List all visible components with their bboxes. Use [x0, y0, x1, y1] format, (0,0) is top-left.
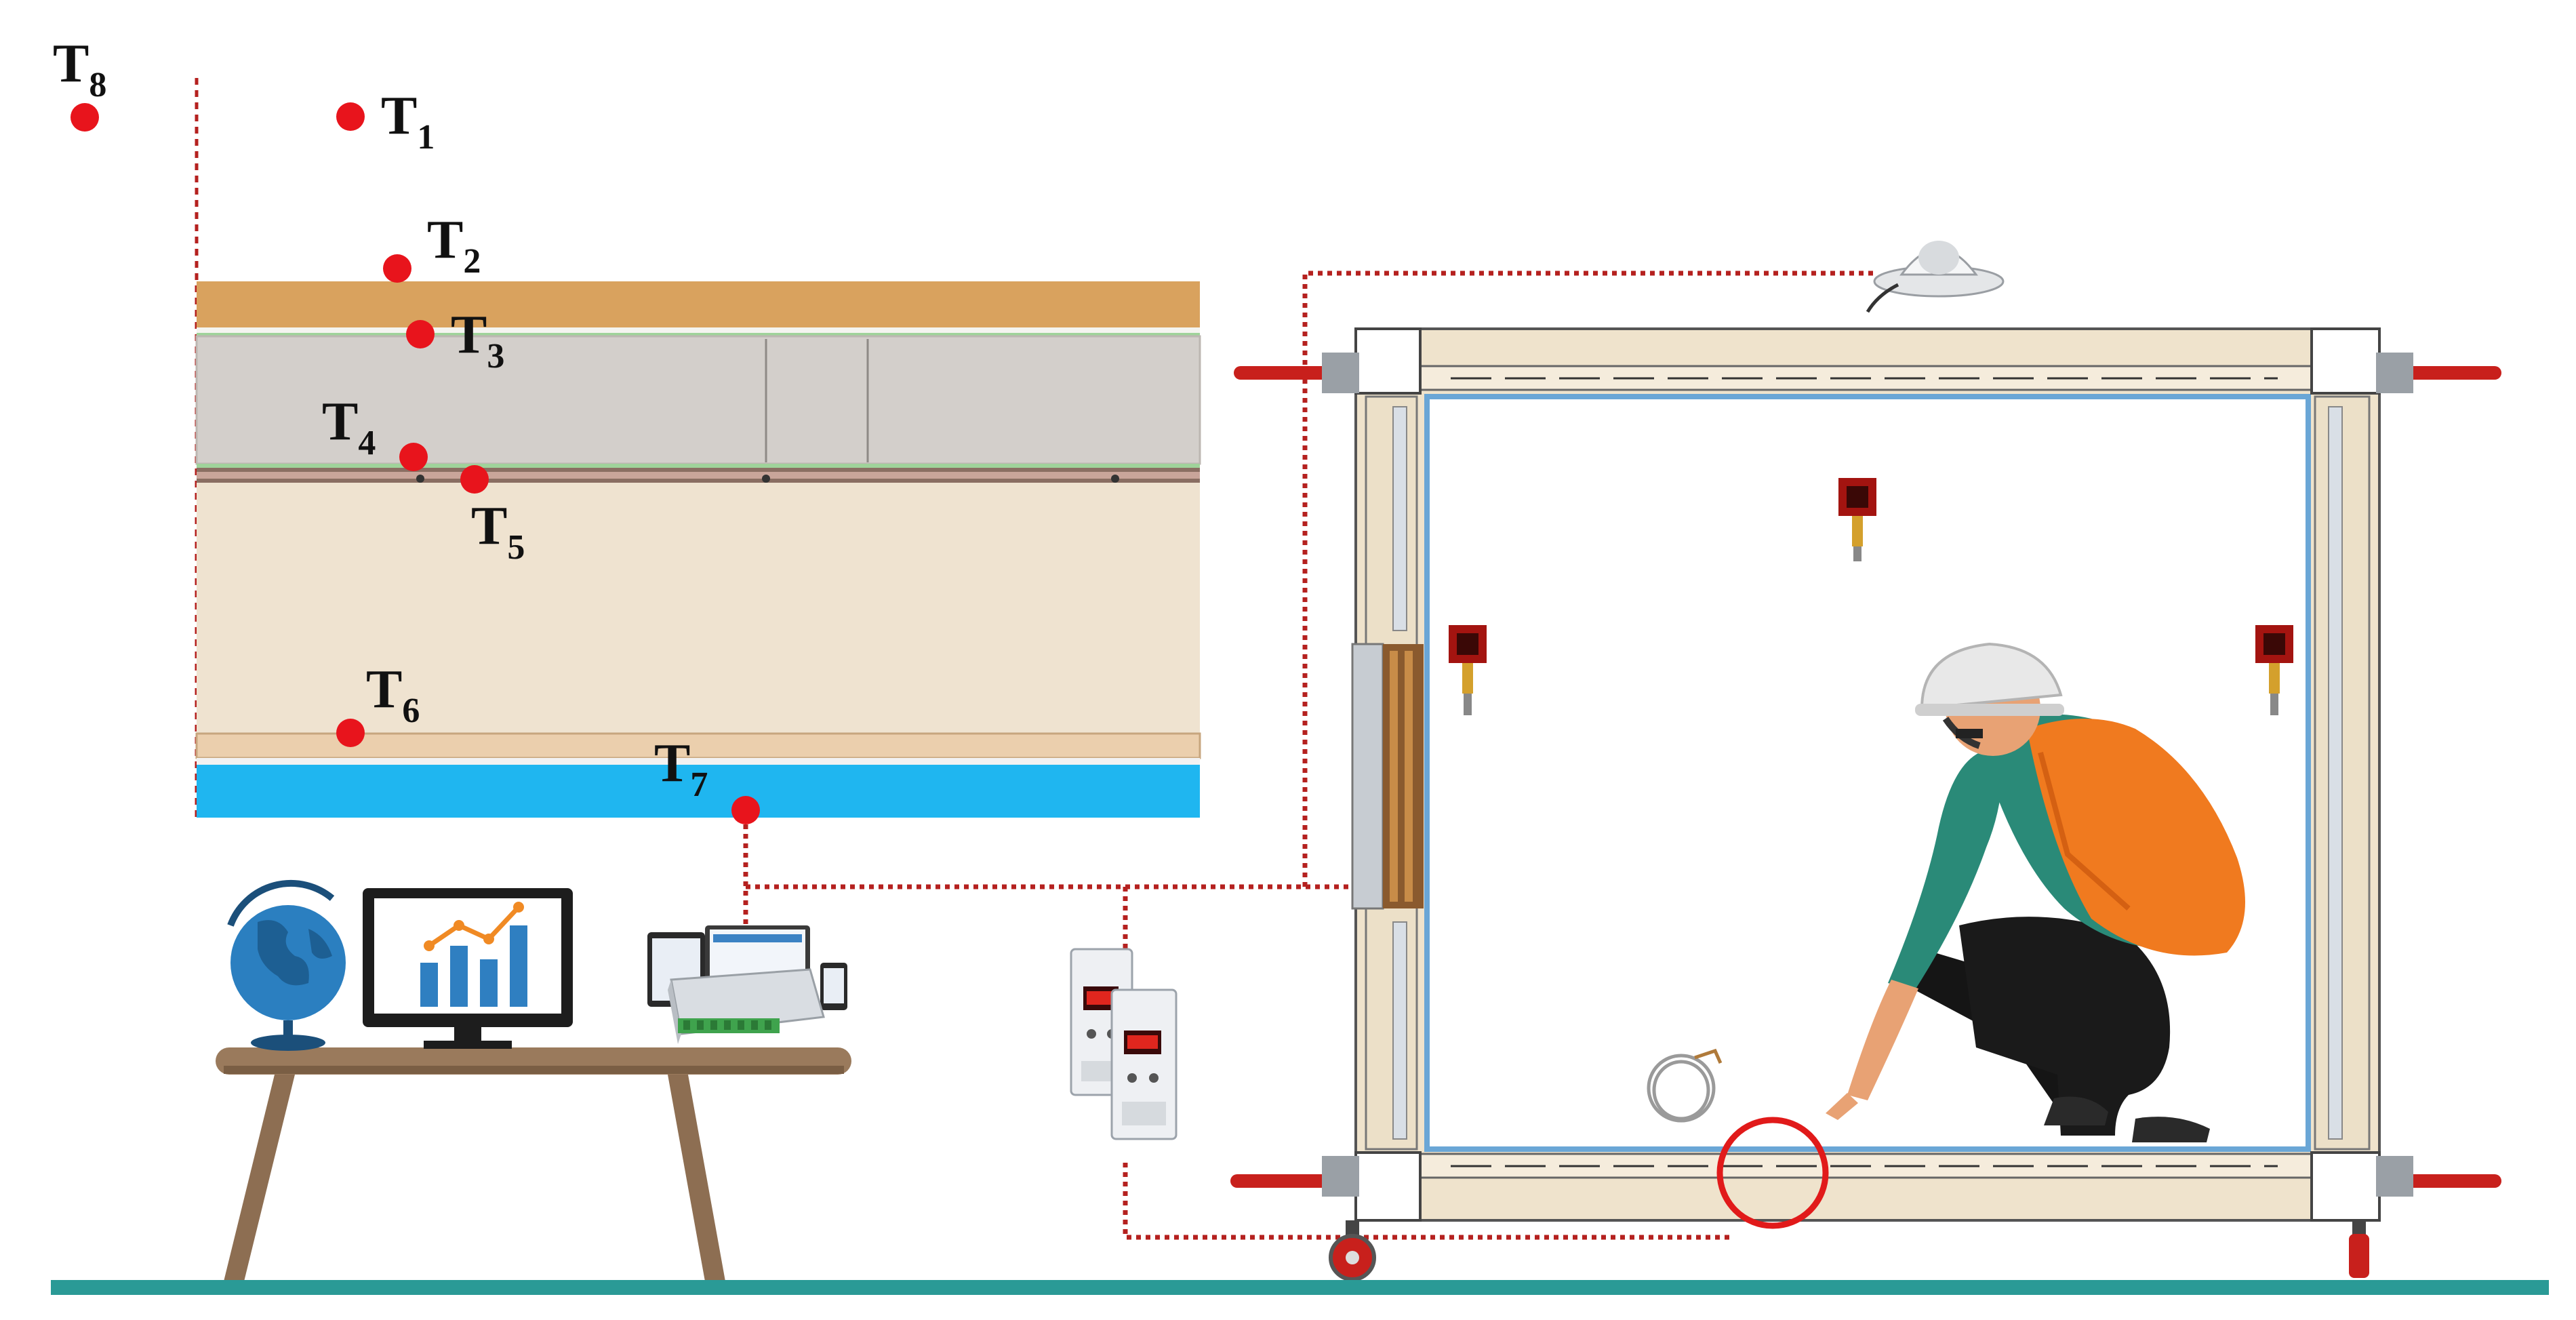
pyranometer-icon	[1866, 241, 2005, 313]
frame-corner-br	[2310, 1151, 2381, 1222]
sensor-dot	[460, 465, 489, 494]
svg-text:T6: T6	[366, 660, 420, 730]
layer-top	[197, 281, 1200, 327]
thermocouple-icon	[1647, 1048, 1723, 1123]
sensor-label-sub: 5	[507, 528, 525, 567]
sensor-dot	[399, 443, 428, 471]
layer-blue-bottom	[197, 765, 1200, 818]
sensor-dot	[406, 320, 435, 348]
clamp-bottom-left	[1230, 1156, 1359, 1197]
sensor-label-sub: 6	[402, 692, 420, 730]
sensor-label-letter: T	[427, 210, 463, 270]
wheel-right	[2349, 1220, 2369, 1278]
layer-mid	[195, 335, 1201, 465]
svg-text:T3: T3	[451, 305, 504, 376]
monitor-chart-icon	[363, 888, 573, 1049]
heat-flux-sensor-left	[1449, 625, 1487, 715]
wheel-left	[1329, 1220, 1376, 1281]
heat-flux-sensor-right	[2255, 625, 2293, 715]
sensor-label-letter: T	[451, 305, 487, 365]
layer-fastener-3	[1111, 475, 1119, 483]
sensor-label-sub: 4	[358, 424, 376, 462]
heat-flux-sensor-center	[1838, 478, 1876, 561]
wire-relay-bottom	[1123, 1163, 1732, 1240]
svg-text:T8: T8	[53, 34, 106, 104]
data-logger-icon	[668, 968, 825, 1044]
highlight-circle	[1716, 1117, 1829, 1229]
sensor-label-sub: 3	[487, 337, 504, 376]
sensor-t1: T1	[336, 86, 435, 157]
globe-icon	[227, 879, 346, 1051]
frame-corner-bl	[1354, 1151, 1422, 1222]
sensor-label-letter: T	[654, 734, 690, 793]
layer-insulation	[197, 483, 1200, 734]
floor-line	[51, 1280, 2549, 1295]
sensor-label-letter: T	[53, 34, 89, 94]
clamp-bottom-right	[2376, 1156, 2501, 1197]
worker-illustration	[1826, 642, 2245, 1142]
sensor-label-sub: 8	[89, 66, 106, 104]
layer-membrane-top	[197, 327, 1200, 333]
desk-illustration	[216, 879, 851, 1281]
svg-text:T4: T4	[322, 392, 376, 462]
layer-fastener-2	[762, 475, 770, 483]
frame-side-panel	[1351, 643, 1384, 910]
test-frame-illustration	[1230, 327, 2501, 1281]
layer-light-strip	[197, 758, 1200, 765]
svg-text:T5: T5	[471, 496, 525, 567]
sensor-dot	[731, 796, 760, 824]
sensor-t2: T2	[383, 210, 481, 283]
sensor-label-letter: T	[322, 392, 358, 452]
layer-fastener-1	[416, 475, 424, 483]
layer-thin-dark-inner	[197, 472, 1200, 479]
sensor-dot	[71, 103, 99, 132]
layer-green-line-2	[197, 464, 1200, 468]
clamp-top-left	[1234, 353, 1359, 393]
frame-corner-tr	[2310, 327, 2381, 395]
layer-green-line-1	[197, 333, 1200, 336]
sensor-points: T8 T1 T2 T3 T4 T5 T6 T7	[53, 34, 760, 824]
desk-leg-right	[668, 1075, 725, 1281]
sensor-t8: T8	[53, 34, 106, 132]
svg-text:T7: T7	[654, 734, 708, 804]
svg-text:T1: T1	[381, 86, 435, 157]
sensor-label-sub: 7	[690, 765, 708, 804]
desk-top-shadow	[224, 1066, 844, 1074]
sensor-label-letter: T	[381, 86, 417, 146]
sensor-label-sub: 1	[417, 118, 435, 157]
sensor-t6: T6	[336, 660, 420, 747]
sensor-label-letter: T	[366, 660, 402, 719]
sensor-dot	[336, 719, 365, 747]
sensor-label-sub: 2	[463, 242, 481, 281]
clamp-top-right	[2376, 353, 2501, 393]
frame-corner-tl	[1354, 327, 1422, 395]
wall-cross-section	[195, 78, 1201, 820]
svg-text:T2: T2	[427, 210, 481, 281]
heat-flux-sensor-icon	[1449, 478, 2293, 715]
relay-controller-icon	[1070, 948, 1178, 1140]
sensor-t3: T3	[406, 305, 504, 376]
sensor-t5: T5	[460, 465, 525, 567]
sensor-dot	[383, 254, 411, 283]
sensor-t4: T4	[322, 392, 428, 471]
sensor-label-letter: T	[471, 496, 507, 556]
desk-leg-left	[224, 1075, 295, 1281]
sensor-dot	[336, 102, 365, 131]
sensor-t7: T7	[654, 734, 760, 824]
